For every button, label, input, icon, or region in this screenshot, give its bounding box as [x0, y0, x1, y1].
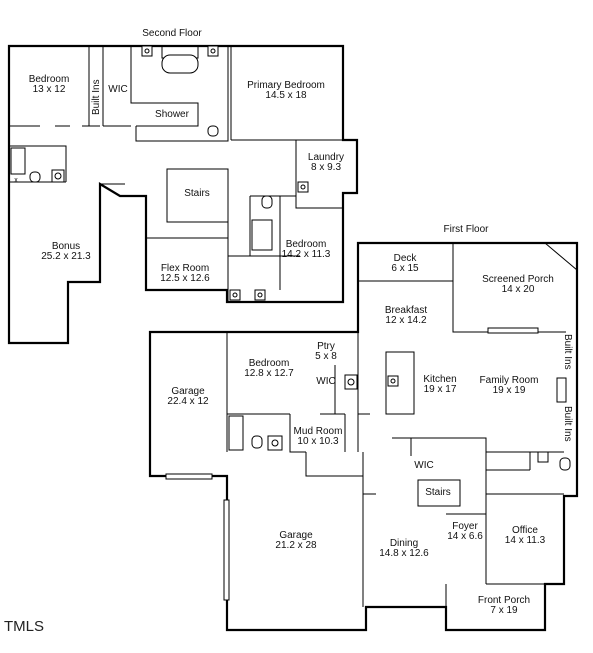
room-kitchen: Kitchen 19 x 17 — [423, 374, 457, 395]
room-mud-room: Mud Room 10 x 10.3 — [294, 426, 343, 447]
room-foyer: Foyer 14 x 6.6 — [447, 521, 483, 542]
svg-text:Laundry: Laundry — [308, 152, 344, 163]
room-screened-porch: Screened Porch 14 x 20 — [482, 274, 554, 295]
room-bonus: Bonus 25.2 x 21.3 — [41, 241, 91, 262]
svg-text:12.5 x 12.6: 12.5 x 12.6 — [160, 273, 210, 284]
room-garage-1: Garage 22.4 x 12 — [167, 386, 209, 407]
room-laundry: Laundry 8 x 9.3 — [308, 152, 344, 173]
stairs-label-2: Stairs — [425, 487, 451, 498]
svg-text:Deck: Deck — [394, 253, 418, 264]
room-family-room: Family Room 19 x 19 — [480, 375, 539, 396]
wic-label-1: WIC — [108, 84, 127, 95]
svg-text:14.8 x 12.6: 14.8 x 12.6 — [379, 548, 429, 559]
room-bedroom-1: Bedroom 12.8 x 12.7 — [244, 358, 294, 379]
closet-x-label: x — [14, 177, 18, 184]
svg-text:Foyer: Foyer — [452, 521, 478, 532]
svg-text:Bonus: Bonus — [52, 241, 80, 252]
svg-text:6 x 15: 6 x 15 — [391, 263, 419, 274]
built-ins-label-2: Built Ins — [562, 334, 573, 370]
svg-text:Bedroom: Bedroom — [249, 358, 290, 369]
first-floor-walls — [148, 241, 579, 632]
room-office: Office 14 x 11.3 — [505, 525, 546, 546]
room-bedroom-2: Bedroom 13 x 12 — [29, 74, 70, 95]
built-ins-label-3: Built Ins — [562, 406, 573, 442]
room-flex-room: Flex Room 12.5 x 12.6 — [160, 263, 210, 284]
svg-text:Office: Office — [512, 525, 538, 536]
svg-text:19 x 17: 19 x 17 — [424, 384, 457, 395]
svg-text:Garage: Garage — [171, 386, 205, 397]
svg-text:25.2 x 21.3: 25.2 x 21.3 — [41, 251, 91, 262]
built-ins-label-1: Built Ins — [91, 79, 102, 115]
svg-text:Ptry: Ptry — [317, 341, 335, 352]
svg-text:19 x 19: 19 x 19 — [493, 385, 526, 396]
svg-text:8 x 9.3: 8 x 9.3 — [311, 162, 341, 173]
svg-text:Bedroom: Bedroom — [29, 74, 70, 85]
svg-text:14.2 x 11.3: 14.2 x 11.3 — [282, 249, 331, 260]
svg-text:14 x 20: 14 x 20 — [502, 284, 535, 295]
room-front-porch: Front Porch 7 x 19 — [478, 595, 530, 616]
room-breakfast: Breakfast 12 x 14.2 — [385, 305, 427, 326]
svg-text:Flex Room: Flex Room — [161, 263, 209, 274]
wic-label-2: WIC — [316, 376, 335, 387]
svg-text:Garage: Garage — [279, 530, 313, 541]
svg-text:Bedroom: Bedroom — [286, 239, 327, 250]
svg-text:14 x 11.3: 14 x 11.3 — [505, 535, 546, 546]
svg-text:10 x 10.3: 10 x 10.3 — [297, 436, 339, 447]
svg-text:Breakfast: Breakfast — [385, 305, 427, 316]
first-floor-fixtures — [165, 327, 571, 601]
svg-text:Front Porch: Front Porch — [478, 595, 530, 606]
wic-label-3: WIC — [414, 460, 433, 471]
room-primary-bedroom: Primary Bedroom 14.5 x 18 — [247, 80, 325, 101]
svg-text:22.4 x 12: 22.4 x 12 — [167, 396, 209, 407]
shower-label: Shower — [155, 109, 190, 120]
svg-text:21.2 x 28: 21.2 x 28 — [275, 540, 317, 551]
first-floor-title: First Floor — [444, 224, 490, 235]
svg-text:5 x 8: 5 x 8 — [315, 351, 337, 362]
svg-text:12.8 x 12.7: 12.8 x 12.7 — [244, 368, 294, 379]
room-bedroom-3: Bedroom 14.2 x 11.3 — [282, 239, 331, 260]
svg-text:14 x 6.6: 14 x 6.6 — [447, 531, 483, 542]
room-garage-2: Garage 21.2 x 28 — [275, 530, 317, 551]
tmls-logo: TMLS — [4, 618, 44, 635]
svg-text:12 x 14.2: 12 x 14.2 — [385, 315, 427, 326]
svg-text:Family Room: Family Room — [480, 375, 539, 386]
svg-text:Dining: Dining — [390, 538, 418, 549]
svg-text:Mud Room: Mud Room — [294, 426, 343, 437]
room-pantry: Ptry 5 x 8 — [315, 341, 337, 362]
stairs-label-1: Stairs — [184, 188, 210, 199]
room-dining: Dining 14.8 x 12.6 — [379, 538, 429, 559]
svg-text:Kitchen: Kitchen — [423, 374, 456, 385]
room-deck: Deck 6 x 15 — [391, 253, 419, 274]
svg-text:Primary Bedroom: Primary Bedroom — [247, 80, 325, 91]
svg-text:Screened Porch: Screened Porch — [482, 274, 554, 285]
second-floor-title: Second Floor — [142, 28, 202, 39]
second-floor-fixtures — [10, 45, 309, 301]
svg-text:14.5 x 18: 14.5 x 18 — [265, 90, 307, 101]
svg-text:7 x 19: 7 x 19 — [490, 605, 518, 616]
svg-text:13 x 12: 13 x 12 — [33, 84, 66, 95]
